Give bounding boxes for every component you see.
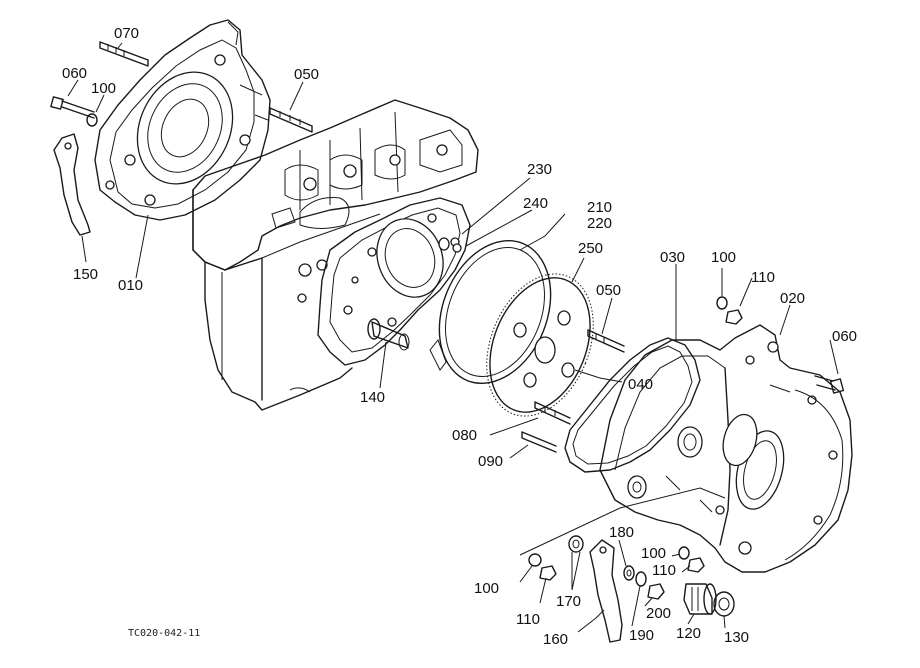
label-030-housing: 030 bbox=[660, 249, 685, 266]
fasteners bbox=[50, 41, 845, 581]
label-200-nut: 200 bbox=[646, 605, 671, 622]
label-230: 230 bbox=[527, 161, 552, 178]
flywheel-disc bbox=[429, 239, 552, 385]
label-100-washer-top: 100 bbox=[711, 249, 736, 266]
front-cover bbox=[94, 19, 271, 221]
lower-hardware bbox=[568, 535, 735, 643]
label-170-spring-washer: 170 bbox=[556, 593, 581, 610]
gasket bbox=[564, 337, 701, 473]
label-100-washer-bottom: 100 bbox=[474, 580, 499, 597]
label-110-nut-bottom: 110 bbox=[516, 611, 540, 628]
label-220: 220 bbox=[587, 215, 612, 232]
label-050-stud-right: 050 bbox=[596, 282, 621, 299]
label-120-bushing: 120 bbox=[676, 625, 701, 642]
label-190-washer: 190 bbox=[629, 627, 654, 644]
label-070-stud: 070 bbox=[114, 25, 139, 42]
part-labels: 070 060 100 050 150 010 230 240 210 220 … bbox=[62, 25, 857, 648]
label-140-shaft: 140 bbox=[360, 389, 385, 406]
bearing-plate-with-bore bbox=[317, 197, 471, 366]
label-040-gasket: 040 bbox=[628, 376, 653, 393]
label-090-stud: 090 bbox=[478, 453, 503, 470]
label-210: 210 bbox=[587, 199, 612, 216]
label-110-nut-mid: 110 bbox=[652, 562, 676, 579]
label-080-stud: 080 bbox=[452, 427, 477, 444]
label-060-bolt: 060 bbox=[62, 65, 87, 82]
label-020-housing: 020 bbox=[780, 290, 805, 307]
leader-lines bbox=[67, 42, 839, 633]
label-160-lever: 160 bbox=[543, 631, 568, 648]
engine-block bbox=[192, 99, 479, 411]
label-050-stud: 050 bbox=[294, 66, 319, 83]
drawing-code: TC020-042-11 bbox=[128, 628, 200, 639]
release-lever bbox=[53, 133, 91, 236]
label-100-washer-mid: 100 bbox=[641, 545, 666, 562]
label-130-seal: 130 bbox=[724, 629, 749, 646]
label-150-lever: 150 bbox=[73, 266, 98, 283]
label-180-washer: 180 bbox=[609, 524, 634, 541]
label-010-cover: 010 bbox=[118, 277, 143, 294]
flywheel-housing bbox=[599, 324, 853, 573]
label-100-washer: 100 bbox=[91, 80, 116, 97]
label-110-nut-top: 110 bbox=[751, 269, 775, 286]
label-240: 240 bbox=[523, 195, 548, 212]
ring-gear bbox=[486, 273, 594, 417]
label-060-bolt-right: 060 bbox=[832, 328, 857, 345]
label-250-ring-gear: 250 bbox=[578, 240, 603, 257]
